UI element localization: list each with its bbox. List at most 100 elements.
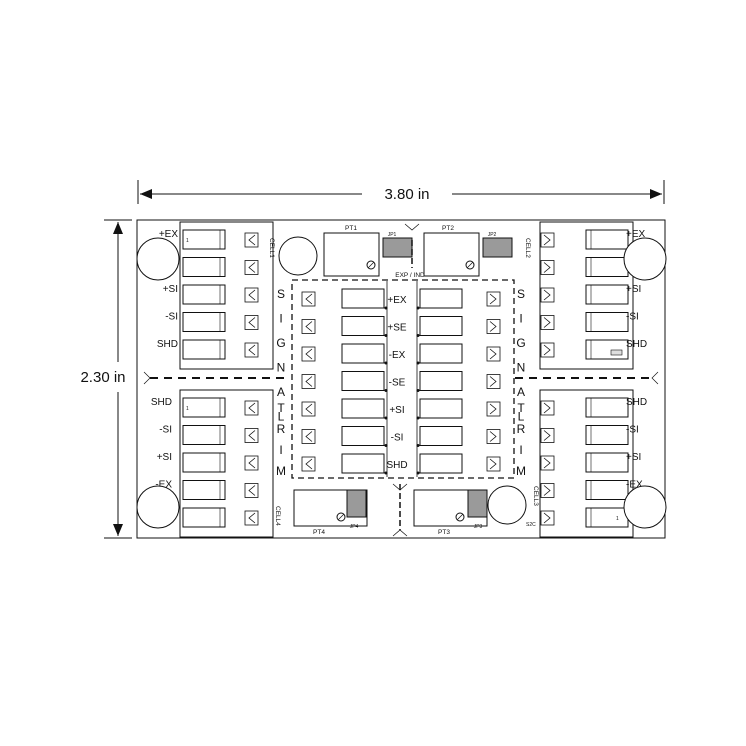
pot-pt3: PT3 — [413, 489, 488, 536]
terminal-label: -EX — [626, 480, 643, 491]
center-terminal-row: +EX — [301, 288, 501, 310]
cell3-terminal-block: SHD-SI+SI-EX+EX1 — [539, 389, 647, 538]
signal-trim-letter: G — [276, 336, 285, 350]
center-terminal-block: +EX +SE -EX -SE +SI -SI SHD — [301, 281, 501, 477]
jumper-jp2: JP2 — [482, 232, 513, 258]
signal-trim-letter: S — [277, 287, 285, 301]
terminal-block — [341, 426, 385, 446]
pt1-label: PT1 — [345, 225, 357, 232]
mounting-hole — [623, 485, 667, 529]
terminal-block — [419, 316, 463, 336]
terminal-screw-icon — [540, 232, 555, 248]
terminal-screw-icon — [301, 291, 316, 307]
terminal-screw-icon — [244, 232, 259, 248]
center-terminal-label: SHD — [386, 460, 407, 471]
jumper-jp4: JP4 — [346, 489, 367, 530]
center-dashed-outline — [291, 279, 515, 479]
jumper-jp1: JP1 — [382, 232, 413, 258]
terminal-block — [182, 229, 226, 250]
terminal-screw-icon — [244, 260, 259, 275]
terminal-block — [341, 316, 385, 336]
terminal-block — [585, 425, 629, 445]
terminal-block — [419, 426, 463, 446]
terminal-block — [585, 312, 629, 332]
pt3-label: PT3 — [438, 529, 450, 536]
mounting-hole — [487, 485, 527, 525]
terminal-screw-icon — [486, 401, 501, 417]
terminal-screw-icon — [540, 260, 555, 275]
pt4-label: PT4 — [313, 529, 325, 536]
jp2-label: JP2 — [488, 232, 497, 238]
terminal-label: -SI — [165, 312, 178, 323]
cell3-label: CELL3 — [532, 486, 539, 506]
terminal-block — [182, 507, 226, 528]
center-terminal-row: +SE — [301, 316, 501, 337]
signal-trim-letter: I — [519, 312, 522, 326]
cell2-label: CELL2 — [524, 238, 531, 258]
mounting-hole — [623, 237, 667, 281]
mounting-hole — [136, 485, 180, 529]
terminal-block — [585, 480, 629, 500]
terminal-block — [585, 339, 629, 360]
center-terminal-label: -SE — [389, 378, 406, 389]
signal-trim-letter: R — [277, 422, 286, 436]
center-terminal-row: +SI — [301, 398, 501, 420]
signal-trim-letter: T — [517, 401, 525, 415]
signal-trim-letter: N — [277, 361, 286, 375]
center-terminal-label: -SI — [391, 433, 404, 444]
board-outline — [136, 219, 666, 539]
terminal-label: +SI — [626, 284, 641, 295]
exp-ind-label: EXP / IND — [395, 272, 425, 279]
center-terminal-row: -EX — [301, 343, 501, 365]
terminal-block — [341, 398, 385, 419]
terminal-screw-icon — [486, 456, 501, 472]
signal-trim-letter: I — [519, 443, 522, 457]
terminal-label: SHD — [151, 397, 172, 408]
terminal-label: +SI — [626, 452, 641, 463]
terminal-block — [419, 288, 463, 309]
signal-trim-letter: I — [279, 443, 282, 457]
cell4-label: CELL4 — [274, 506, 281, 526]
terminal-screw-icon — [540, 455, 555, 471]
width-label: 3.80 in — [384, 186, 429, 203]
terminal-block — [419, 453, 463, 474]
terminal-screw-icon — [244, 287, 259, 303]
terminal-screw-icon — [244, 315, 259, 330]
terminal-label: -SI — [626, 425, 639, 436]
signal-trim-letter: S — [517, 287, 525, 301]
terminal-label: -SI — [626, 312, 639, 323]
center-terminal-label: -EX — [389, 350, 406, 361]
pin-one-marker: 1 — [616, 516, 619, 522]
terminal-screw-icon — [244, 510, 259, 526]
terminal-label: +SI — [163, 284, 178, 295]
terminal-screw-icon — [301, 346, 316, 362]
terminal-label: SHD — [157, 339, 178, 350]
terminal-label: +EX — [159, 229, 179, 240]
signal-trim-letter: L — [278, 410, 285, 424]
pt2-label: PT2 — [442, 225, 454, 232]
terminal-block — [585, 229, 629, 250]
terminal-label: +SI — [157, 452, 172, 463]
center-terminal-row: SHD — [301, 453, 501, 475]
terminal-block — [182, 312, 226, 332]
terminal-block — [182, 284, 226, 305]
terminal-block — [341, 371, 385, 391]
terminal-screw-icon — [244, 455, 259, 471]
terminal-screw-icon — [301, 429, 316, 444]
terminal-label: SHD — [626, 397, 647, 408]
jp4-label: JP4 — [350, 524, 359, 530]
signal-trim-letter: M — [276, 464, 286, 478]
terminal-block — [585, 284, 629, 305]
cell-groups: +EX -EX +SI -SI SHD 1 SHD-SI+SI-EX+EX1 +EX -EX +S… — [151, 221, 647, 538]
terminal-screw-icon — [540, 428, 555, 443]
terminal-screw-icon — [486, 374, 501, 389]
shd-marker — [610, 349, 623, 356]
terminal-screw-icon — [244, 400, 259, 416]
cell4-terminal-block: SHD-SI+SI-EX+EX1 — [151, 389, 274, 538]
terminal-block — [341, 343, 385, 364]
width-dimension: 3.80 in — [137, 180, 665, 204]
terminal-screw-icon — [486, 291, 501, 307]
